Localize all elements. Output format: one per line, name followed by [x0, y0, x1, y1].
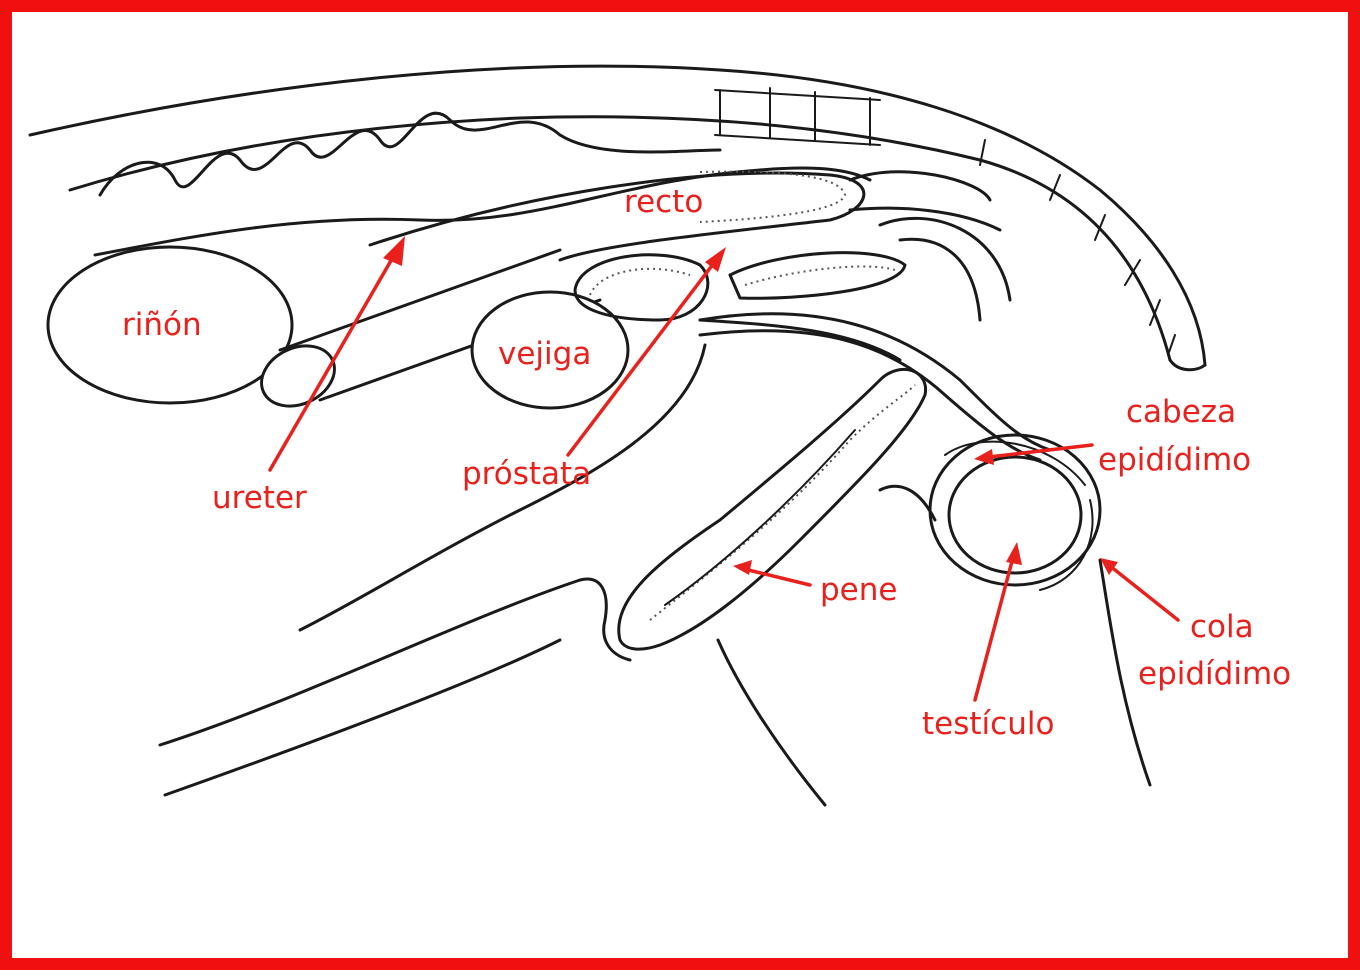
label-rinon: riñón [122, 307, 202, 343]
label-cola-2: epidídimo [1138, 656, 1291, 692]
label-cola-1: cola [1190, 609, 1254, 645]
label-pene: pene [820, 572, 897, 608]
arrow-pene [740, 568, 810, 585]
label-ureter: ureter [212, 480, 307, 516]
label-cabeza-2: epidídimo [1098, 442, 1251, 478]
label-prostata: próstata [462, 456, 591, 492]
label-testiculo: testículo [922, 706, 1054, 742]
label-cabeza-1: cabeza [1126, 394, 1236, 430]
arrowhead-pene [733, 560, 752, 575]
arrow-testiculo [975, 550, 1015, 700]
arrow-cola [1105, 562, 1178, 620]
label-recto: recto [624, 184, 703, 220]
intestine-outline [95, 113, 870, 255]
arrowhead-testiculo [1006, 542, 1022, 565]
testis-epididymis [930, 435, 1100, 590]
label-vejiga: vejiga [498, 336, 591, 372]
